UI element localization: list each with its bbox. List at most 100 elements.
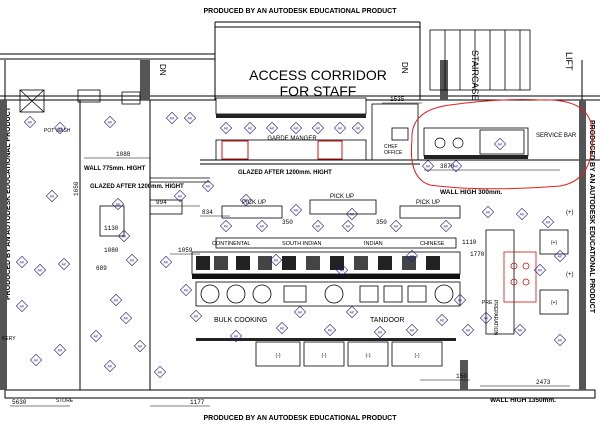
service-bar-label: SERVICE BAR <box>536 133 577 139</box>
svg-text:AK: AK <box>340 269 345 273</box>
annotation-tag: AK <box>269 253 283 267</box>
annotation-tag: AK <box>435 313 449 327</box>
svg-text:AK: AK <box>224 225 229 229</box>
annotation-tag: AK <box>515 207 529 221</box>
svg-text:AK: AK <box>178 195 183 199</box>
svg-text:AK: AK <box>316 225 321 229</box>
lower-counters <box>196 338 456 367</box>
annotation-tag: AK <box>275 321 289 335</box>
dimension-lines <box>10 102 570 407</box>
annotation-tag: AK <box>255 219 269 233</box>
svg-text:AK: AK <box>20 305 25 309</box>
svg-text:AK: AK <box>194 315 199 319</box>
annotation-tag: AK <box>421 159 435 173</box>
dn-label-left: DN <box>158 64 167 76</box>
dim-5630: 5630 <box>12 399 27 406</box>
annotation-tag: AK <box>323 323 337 337</box>
annotation-tag: AK <box>541 215 555 229</box>
pick-up-counters <box>215 199 461 249</box>
svg-text:AK: AK <box>328 329 333 333</box>
dim-1177: 1177 <box>190 399 205 406</box>
svg-text:AK: AK <box>260 225 265 229</box>
svg-text:AK: AK <box>294 127 299 131</box>
svg-text:AK: AK <box>20 261 25 265</box>
annotation-tag: AK <box>153 365 167 379</box>
cooking-line <box>191 251 461 279</box>
svg-text:AK: AK <box>164 261 169 265</box>
svg-text:AK: AK <box>350 311 355 315</box>
annotation-tag: AK <box>493 137 507 151</box>
annotation-tag: AK <box>311 219 325 233</box>
watermark-top: PRODUCED BY AN AUTODESK EDUCATIONAL PROD… <box>203 8 397 15</box>
annotation-tag: AK <box>351 121 365 135</box>
annotation-tag: AK <box>553 249 567 263</box>
tandoor-label: TANDOOR <box>370 317 404 324</box>
annotation-tag: AK <box>53 121 67 135</box>
counter-marker-1: (-) <box>276 353 281 359</box>
annotation-tag: AK <box>553 333 567 347</box>
indian-label: INDIAN <box>364 241 383 247</box>
annotation-tag: AK <box>57 257 71 271</box>
svg-text:AK: AK <box>248 127 253 131</box>
access-corridor-label-1: ACCESS CORRIDOR <box>249 67 387 83</box>
annotation-tag: AK <box>513 323 527 337</box>
dimension-labels: 1535 3870 1088 1650 994 834 350 350 1059… <box>12 96 551 406</box>
annotation-tag: AK <box>453 293 467 307</box>
annotation-tag: AK <box>179 283 193 297</box>
svg-text:AK: AK <box>520 213 525 217</box>
annotation-tag: AK <box>345 207 359 221</box>
annotation-tag: AK <box>29 353 43 367</box>
annotation-tag: AK <box>265 121 279 135</box>
svg-text:AK: AK <box>50 195 55 199</box>
watermark-right: PRODUCED BY AN AUTODESK EDUCATIONAL PROD… <box>588 120 595 314</box>
annotation-tag: AK <box>45 189 59 203</box>
svg-text:AK: AK <box>454 165 459 169</box>
svg-text:AK: AK <box>316 127 321 131</box>
annotation-tag: AK <box>243 121 257 135</box>
chef-office-label-1: CHEF <box>384 144 398 150</box>
annotation-tag: AK <box>335 263 349 277</box>
dim-3870: 3870 <box>440 163 455 170</box>
dim-1110: 1110 <box>462 239 477 246</box>
svg-text:AK: AK <box>458 299 463 303</box>
note-wall-300: WALL HIGH 300mm. <box>440 189 503 196</box>
svg-text:AK: AK <box>498 143 503 147</box>
svg-text:AK: AK <box>356 127 361 131</box>
svg-text:AK: AK <box>28 121 33 125</box>
wall-blocks <box>0 60 586 390</box>
annotation-tag: AK <box>89 329 103 343</box>
annotation-tag: AK <box>449 159 463 173</box>
annotation-tag: AK <box>229 329 243 343</box>
annotation-tag: AK <box>15 299 29 313</box>
annotation-tag: AK <box>345 305 359 319</box>
annotation-tag: AK <box>479 311 493 325</box>
svg-text:AK: AK <box>138 345 143 349</box>
plus-marker-right: (+) <box>566 210 574 216</box>
annotation-tag: AK <box>219 219 233 233</box>
dim-1059: 1059 <box>178 247 193 254</box>
pre-label: PRE <box>482 300 493 306</box>
svg-text:AK: AK <box>224 127 229 131</box>
svg-text:AK: AK <box>58 127 63 131</box>
dim-350-b: 350 <box>376 219 387 226</box>
svg-text:AK: AK <box>426 165 431 169</box>
annotation-tags: AK AK AK AK AK AK AK AK AK AK AK AK AK AK AK AK AK AK AK AK… <box>15 111 567 379</box>
annotation-tag: AK <box>23 115 37 129</box>
svg-text:AK: AK <box>410 255 415 259</box>
annotation-tag: AK <box>389 219 403 233</box>
dim-150: 150 <box>456 373 467 380</box>
watermark-left: PRODUCED BY AN AUTODESK EDUCATIONAL PROD… <box>5 106 12 300</box>
annotation-tag: AK <box>333 121 347 135</box>
annotation-tag: AK <box>125 253 139 267</box>
annotation-tag: AK <box>201 179 215 193</box>
svg-text:AK: AK <box>108 365 113 369</box>
service-bar <box>410 99 593 190</box>
svg-text:AK: AK <box>394 225 399 229</box>
annotation-tag: AK <box>405 323 419 337</box>
svg-text:AK: AK <box>298 311 303 315</box>
dim-1535: 1535 <box>390 96 405 103</box>
chinese-label: CHINESE <box>420 241 445 247</box>
pot-wash-area <box>19 89 141 113</box>
annotation-tag: AK <box>133 339 147 353</box>
plus-marker-right-2: (+) <box>566 272 574 278</box>
